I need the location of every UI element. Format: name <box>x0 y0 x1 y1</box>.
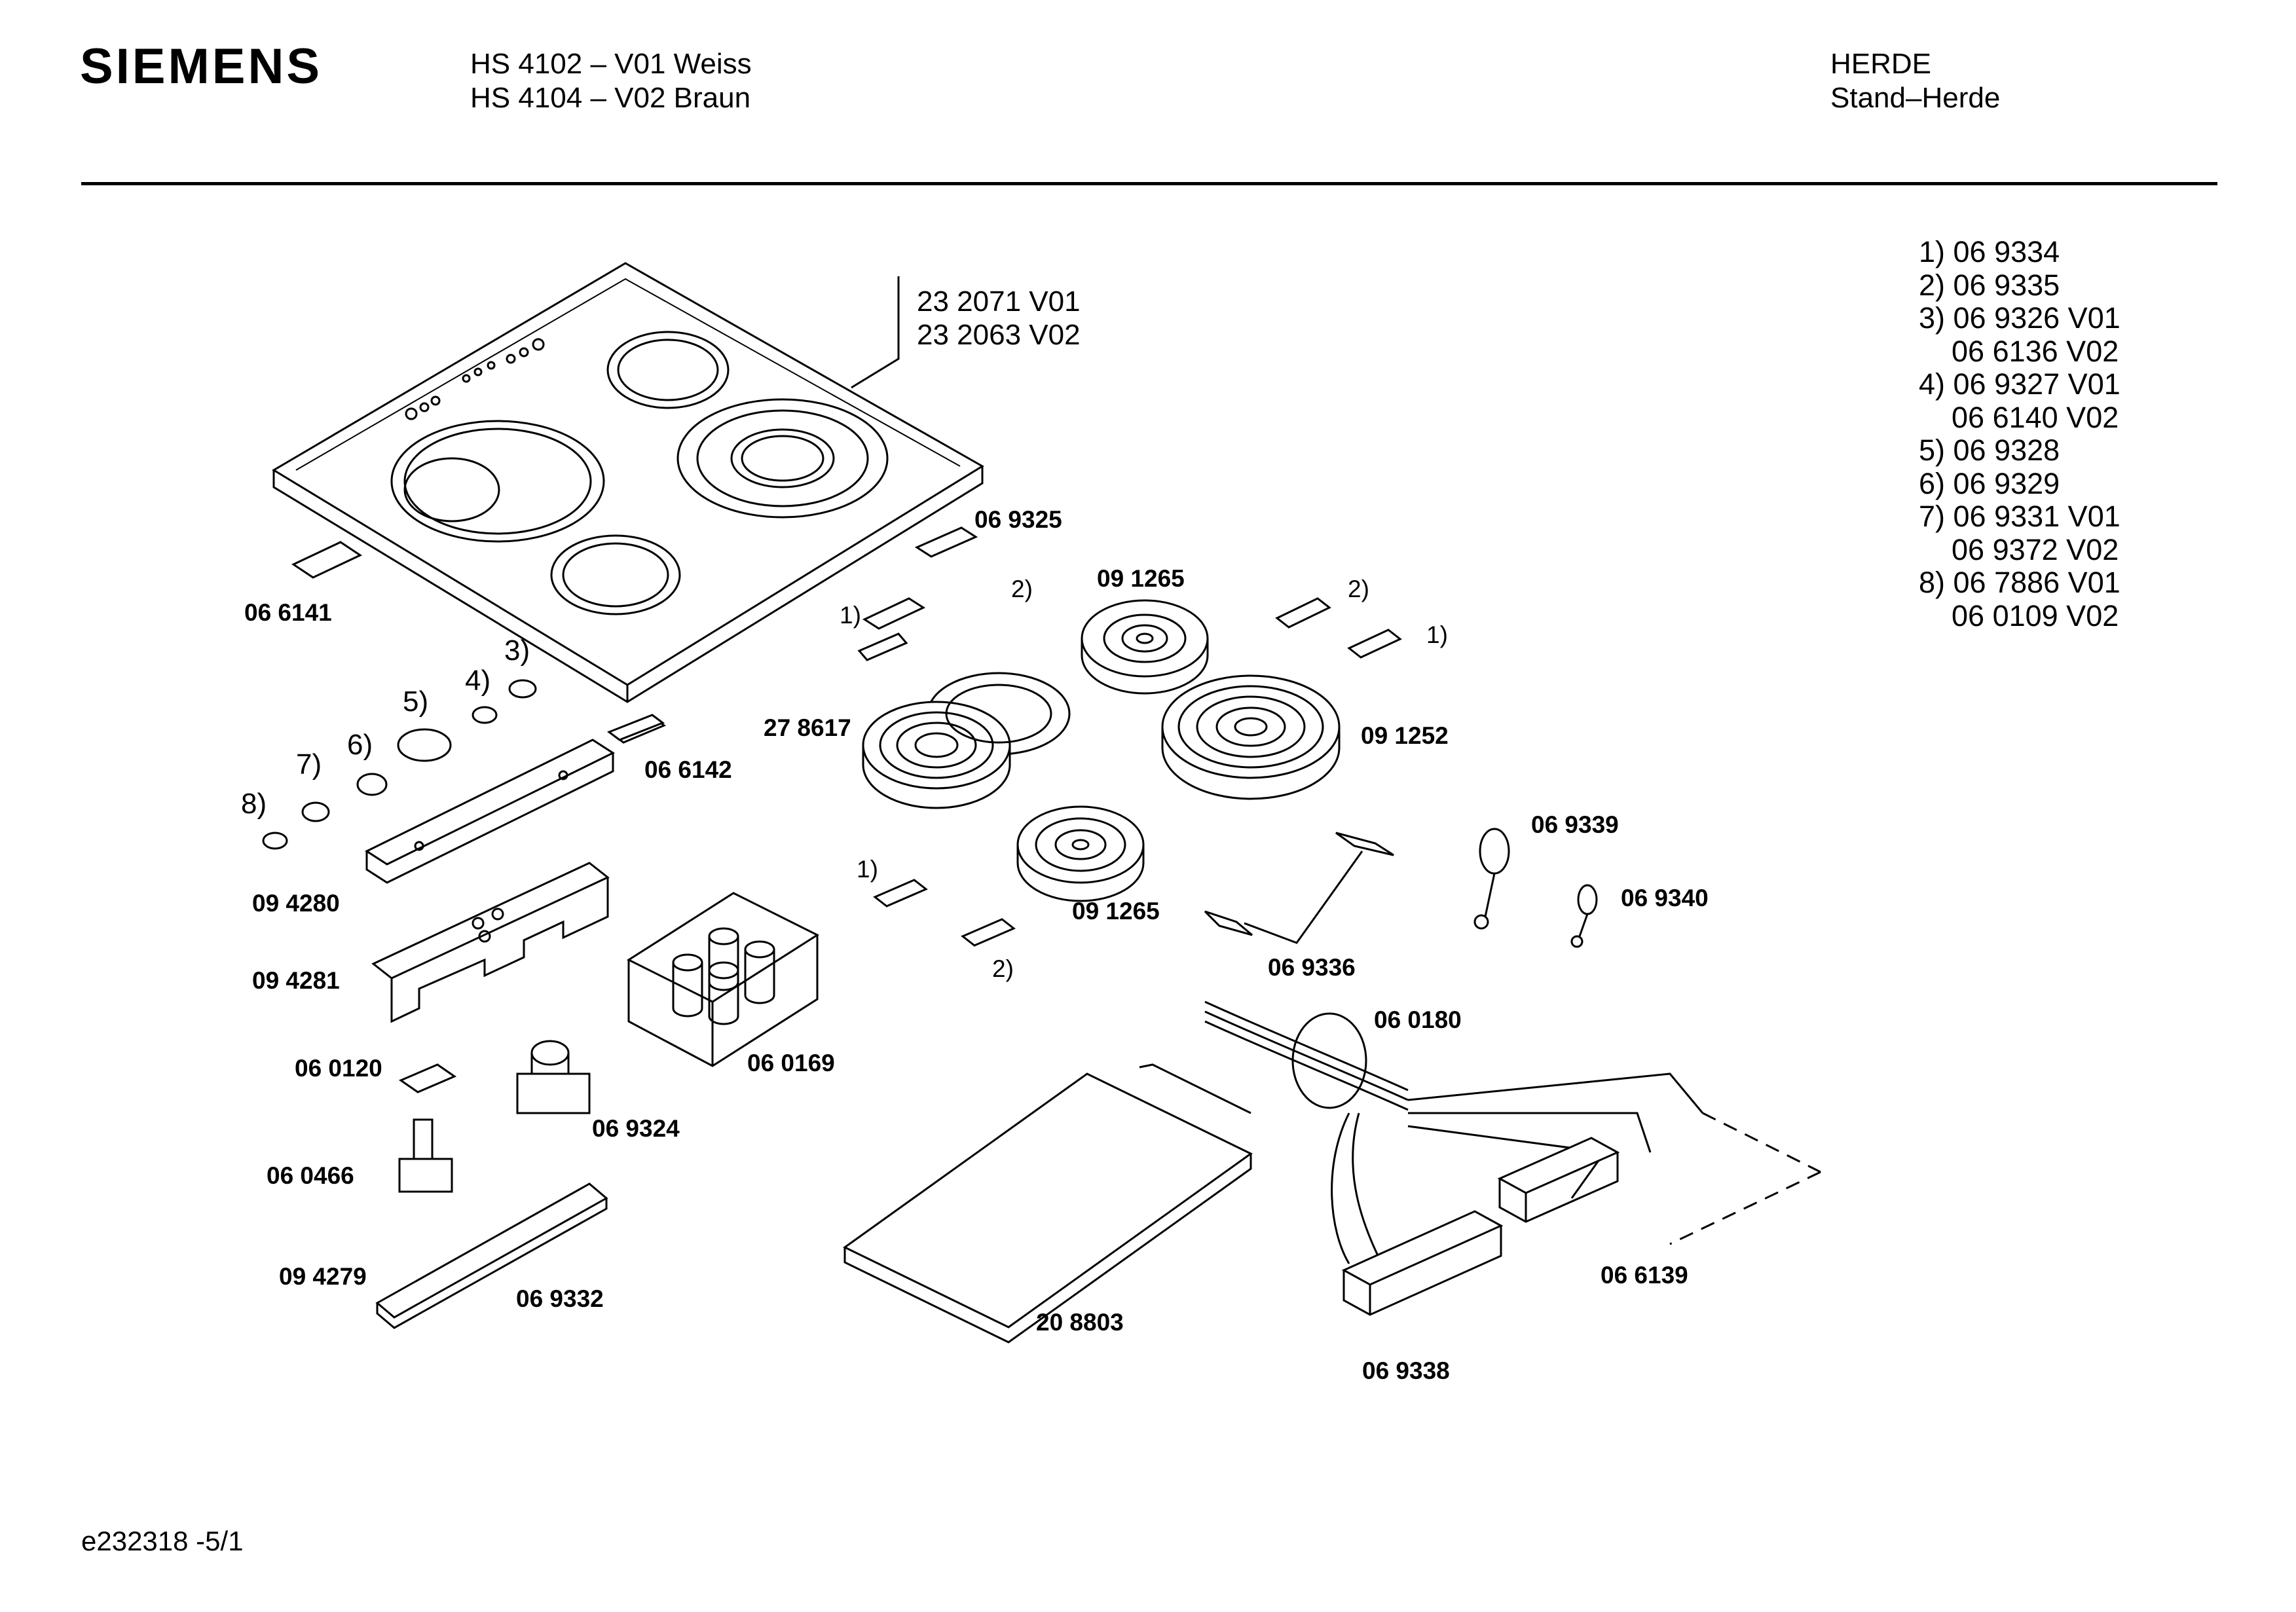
model-line-1: HS 4102 – V01 Weiss <box>470 48 752 80</box>
control-strip-09-4280 <box>364 739 616 884</box>
drawing-reference: e232318 -5/1 <box>81 1526 244 1556</box>
part-label: 09 4279 <box>279 1263 367 1290</box>
footnote-ref: 3) <box>504 634 530 667</box>
legend-item: 06 9372 V02 <box>1919 532 2119 566</box>
legend-item: 3) 06 9326 V01 <box>1919 301 2120 335</box>
part-label: 06 9340 <box>1621 885 1709 911</box>
part-label: 06 0169 <box>747 1050 835 1076</box>
hob-panel-drawing <box>272 262 984 703</box>
legend-item: 1) 06 9334 <box>1919 235 2060 268</box>
part-label: 06 6142 <box>644 756 732 783</box>
legend-item: 4) 06 9327 V01 <box>1919 367 2120 401</box>
footnote-ref: 2) <box>1011 576 1033 602</box>
footnote-ref: 5) <box>403 686 428 718</box>
model-line-2: HS 4104 – V02 Braun <box>470 82 751 114</box>
control-strip-09-4281 <box>371 862 610 1023</box>
hob-part-number-v01: 23 2071 V01 <box>917 285 1081 318</box>
legend-item: 2) 06 9335 <box>1919 268 2060 302</box>
bracket-06-6142 <box>606 714 665 741</box>
part-label: 09 4281 <box>252 967 340 994</box>
cooking-plate-27-8617 <box>862 672 1071 809</box>
part-label: 27 8617 <box>764 714 851 741</box>
footnote-ref: 8) <box>241 788 267 820</box>
small-electrical-parts <box>398 1040 591 1193</box>
part-label: 06 0180 <box>1374 1006 1462 1033</box>
legend-item: 06 6136 V02 <box>1919 334 2119 368</box>
hob-leader <box>851 276 900 389</box>
part-label: 09 1252 <box>1361 722 1449 749</box>
category-line-2: Stand–Herde <box>1830 82 2001 114</box>
footnote-ref: 7) <box>296 748 322 780</box>
footnote-ref: 4) <box>465 665 491 697</box>
part-label: 06 6139 <box>1601 1262 1688 1289</box>
category-line-1: HERDE <box>1830 48 1932 80</box>
part-label: 06 9339 <box>1531 811 1619 838</box>
footnote-ref: 1) <box>857 856 878 883</box>
footnote-ref: 2) <box>1348 576 1369 602</box>
terminal-block-06-9338 <box>1341 1210 1504 1316</box>
part-label: 06 9325 <box>974 506 1062 533</box>
part-label: 09 4280 <box>252 890 340 917</box>
legend-item: 5) 06 9328 <box>1919 433 2060 467</box>
cooking-plate-09-1252 <box>1161 674 1341 800</box>
part-label: 06 0466 <box>267 1162 354 1189</box>
part-label: 06 9338 <box>1362 1357 1450 1384</box>
header-rule <box>81 182 2217 185</box>
terminal-block-06-6139 <box>1497 1137 1620 1223</box>
legend-item: 7) 06 9331 V01 <box>1919 500 2120 533</box>
legend-item: 6) 06 9329 <box>1919 466 2060 500</box>
thermal-fuse-drawings <box>1473 828 1598 948</box>
legend-item: 8) 06 7886 V01 <box>1919 566 2120 599</box>
legend-item: 06 0109 V02 <box>1919 598 2119 632</box>
part-label: 06 0120 <box>295 1055 382 1082</box>
part-label: 20 8803 <box>1036 1309 1124 1336</box>
wiring-harness-drawing <box>1204 1000 1821 1264</box>
footnote-ref: 1) <box>840 602 861 629</box>
heat-shield-strip <box>375 1182 608 1329</box>
cover-plate-drawing <box>843 1063 1253 1344</box>
cooking-plate-09-1265-top <box>1081 599 1209 695</box>
switch-box-drawing <box>626 892 820 1067</box>
footnote-ref: 6) <box>347 729 373 761</box>
part-label: 06 9332 <box>516 1285 604 1312</box>
part-label: 09 1265 <box>1072 898 1160 925</box>
footnote-legend: 1) 06 9334 2) 06 9335 3) 06 9326 V01 06 … <box>1919 235 2120 632</box>
cooking-plate-09-1265-bottom <box>1016 805 1145 902</box>
part-label: 06 9336 <box>1268 954 1356 981</box>
brand-logo: SIEMENS <box>80 39 323 94</box>
legend-item: 06 6140 V02 <box>1919 400 2119 434</box>
knobs-and-switches <box>262 679 537 850</box>
footnote-ref: 2) <box>992 955 1014 982</box>
footnote-ref: 1) <box>1426 621 1448 648</box>
part-label: 06 9324 <box>592 1115 680 1142</box>
leader-06-9336 <box>1244 851 1363 944</box>
hob-part-number-v02: 23 2063 V02 <box>917 319 1081 351</box>
part-label: 09 1265 <box>1097 565 1185 592</box>
part-label: 06 6141 <box>244 599 332 626</box>
